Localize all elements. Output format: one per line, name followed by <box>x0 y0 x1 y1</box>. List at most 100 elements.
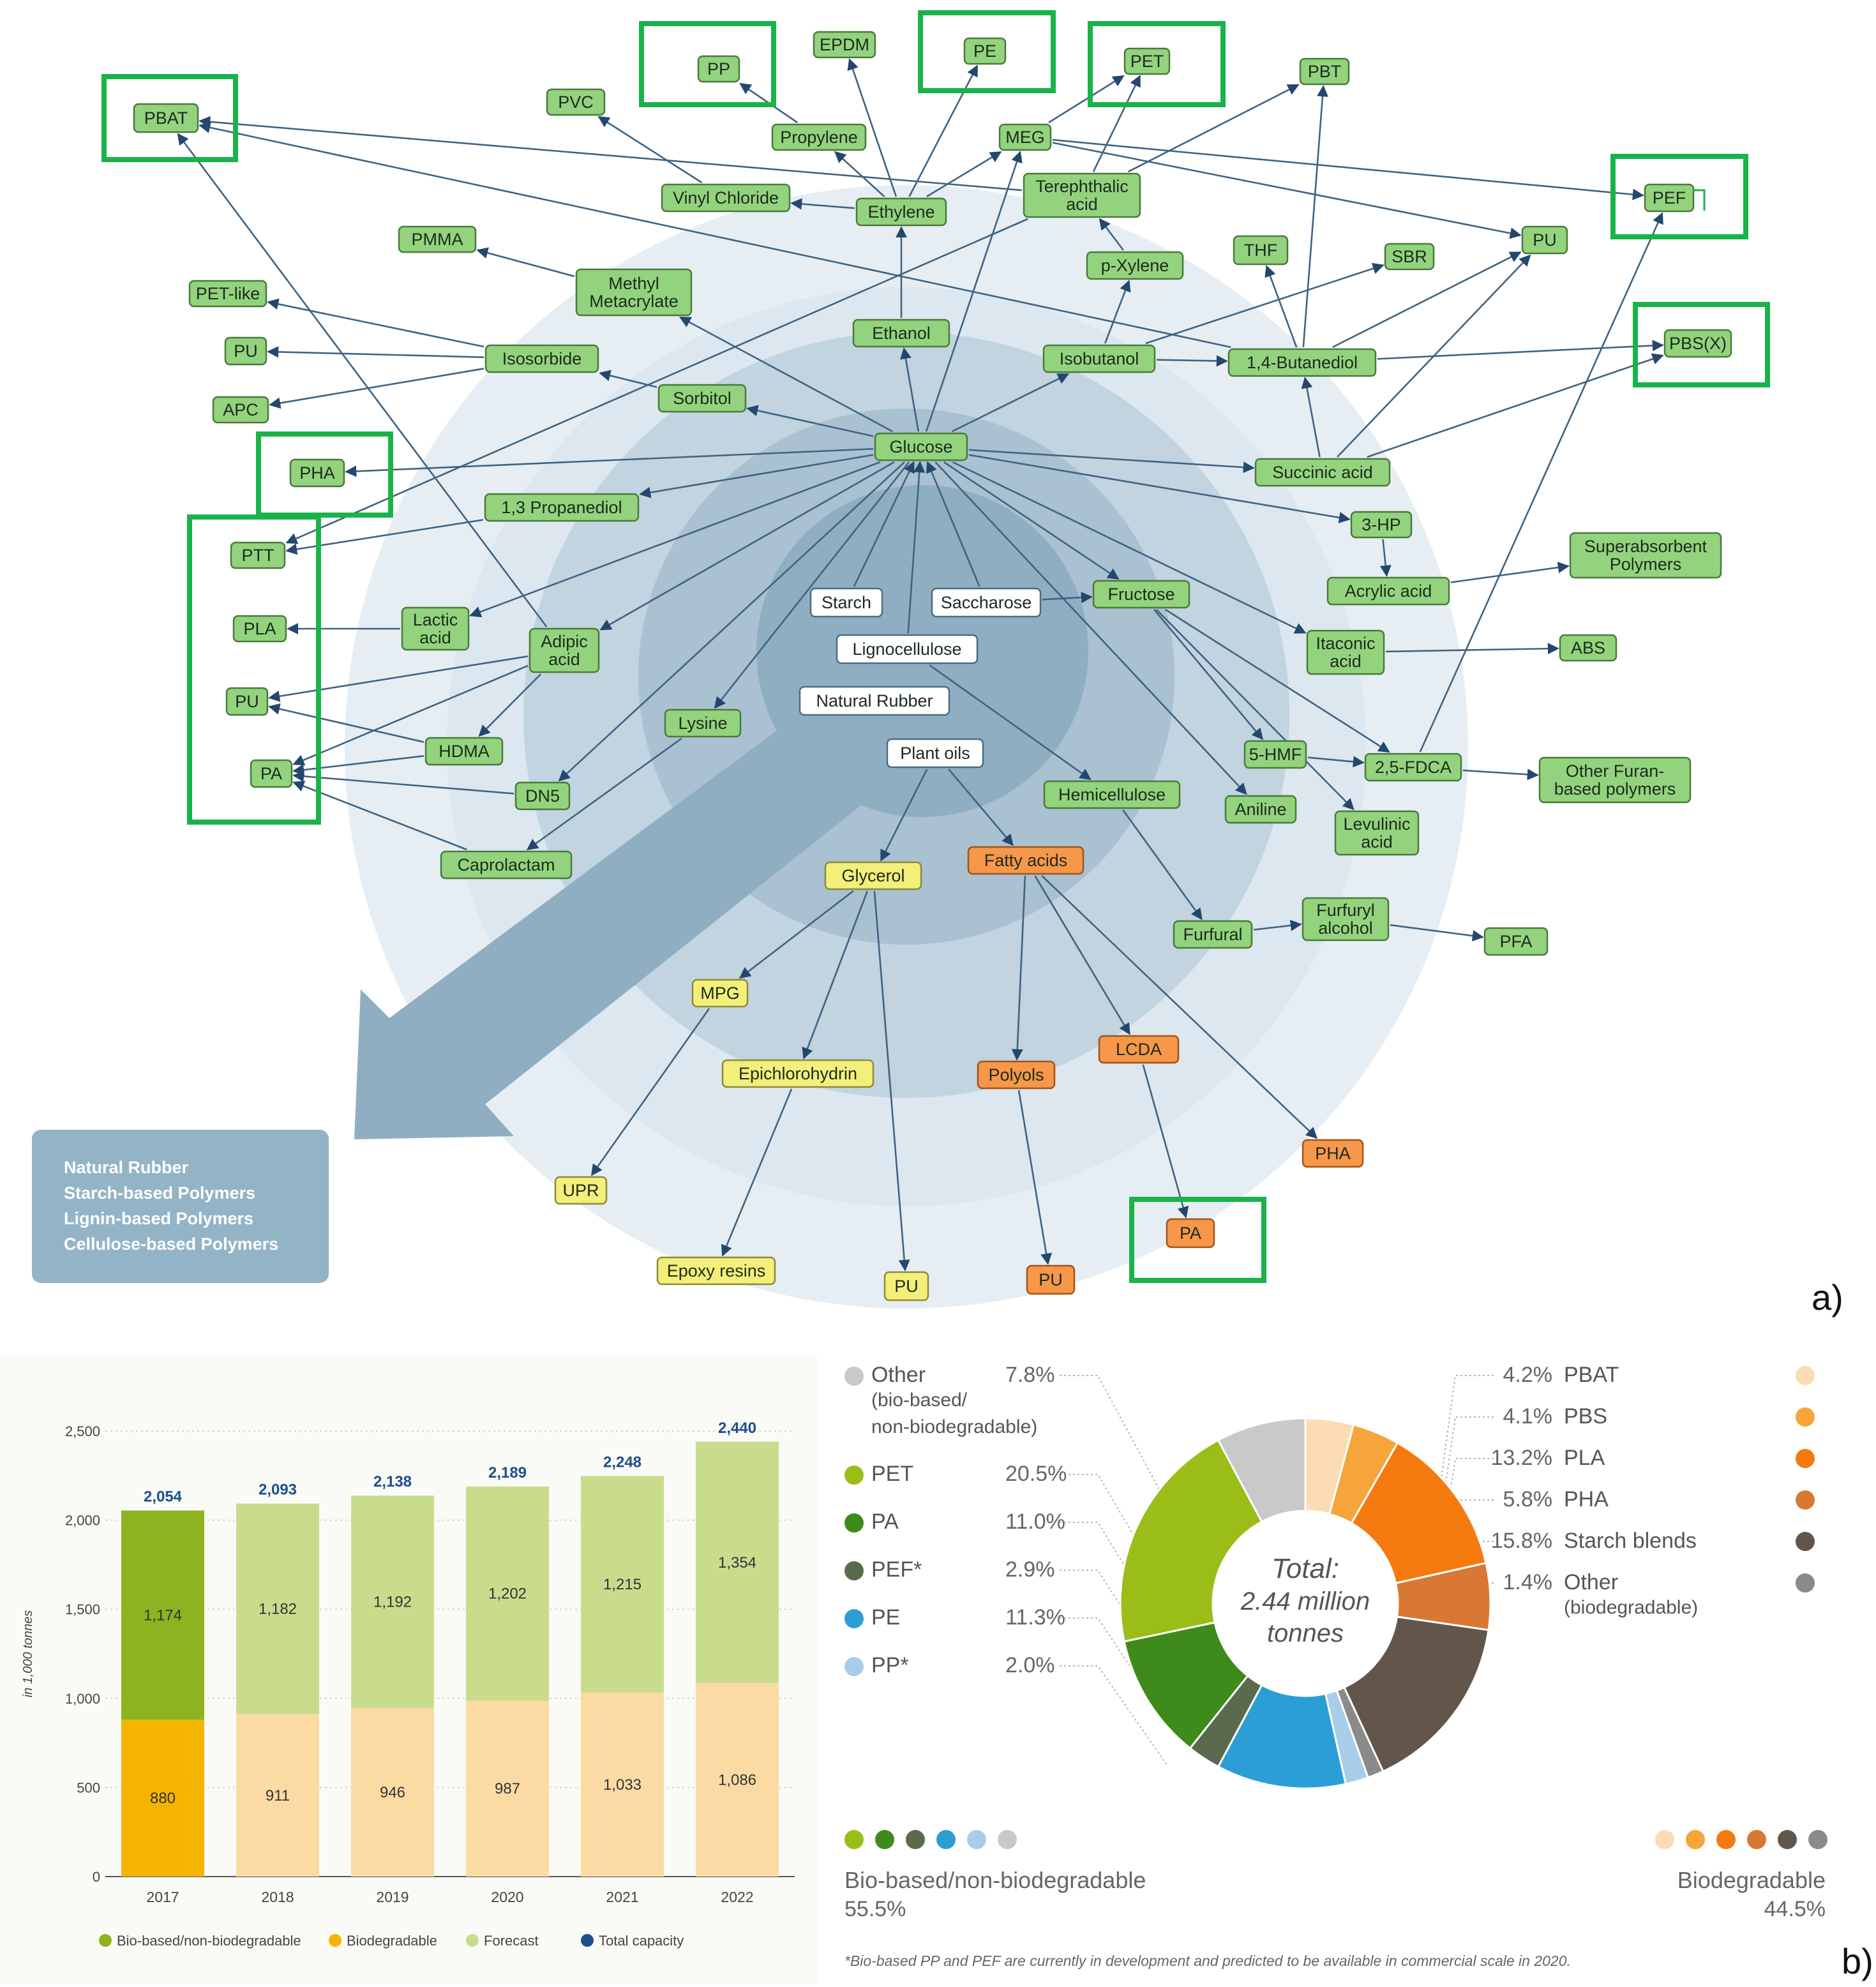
node-pet: PET <box>1123 47 1171 75</box>
pie-slices <box>1119 1417 1492 1790</box>
edge-epichloro-to-epoxy <box>721 1088 793 1257</box>
node-thf: THF <box>1233 235 1289 266</box>
node-label: PLA <box>243 619 276 638</box>
node-label: based polymers <box>1554 779 1676 799</box>
donut-slice-pet <box>1119 1439 1263 1643</box>
node-box <box>967 846 1084 875</box>
legend-line: Cellulose-based Polymers <box>64 1234 278 1254</box>
edge-meg-to-pet <box>1048 75 1125 124</box>
node-pfa: PFA <box>1483 927 1549 956</box>
edge-isobutanol-to-butanediol <box>1156 355 1228 367</box>
bar-biodegradable-2021 <box>581 1692 664 1877</box>
donut-center-text: tonnes <box>1267 1619 1344 1647</box>
node-pbsx: PBS(X) <box>1663 329 1732 358</box>
legend-dot <box>844 1513 864 1533</box>
node-label: APC <box>223 400 259 419</box>
node-label: PVC <box>558 93 594 112</box>
node-succinic: Succinic acid <box>1254 458 1391 487</box>
legend-dot <box>99 1934 112 1947</box>
node-box <box>799 686 950 716</box>
total-capacity-label: 2,440 <box>718 1420 756 1437</box>
node-label: Glycerol <box>841 866 904 885</box>
pie-legend: Other(bio-based/non-biodegradable)7.8%PE… <box>844 1363 1827 1969</box>
group-pct-biodegradable: 44.5% <box>1764 1897 1826 1921</box>
highlight-boxes <box>101 10 1770 1283</box>
group-dot <box>967 1830 986 1849</box>
node-label: PET-like <box>196 284 260 303</box>
legend-line: Starch-based Polymers <box>64 1183 255 1203</box>
node-otherfuran: Other Furan-based polymers <box>1538 756 1692 804</box>
node-label: Lactic <box>413 610 458 629</box>
legend-dot <box>1796 1366 1815 1385</box>
bar-value-label: 1,086 <box>718 1771 756 1788</box>
legend-box: Natural Rubber Starch-based Polymers Lig… <box>32 1130 329 1283</box>
node-box <box>424 737 504 766</box>
edge-tpa-to-ptt <box>285 218 1028 544</box>
edge-hdma-to-pa_l <box>292 755 424 776</box>
legend-dot <box>1796 1490 1815 1510</box>
node-label: UPR <box>562 1181 599 1200</box>
group-dot <box>1655 1830 1674 1849</box>
edge-mpg-to-upr <box>590 1008 710 1176</box>
edge-saccharose-to-fructose <box>1042 592 1093 604</box>
edge-isobutanol-to-sbr <box>1145 263 1384 345</box>
node-box <box>440 850 573 880</box>
x-tick-label: 2021 <box>606 1889 638 1905</box>
edge-lcda-to-pa_o <box>1142 1064 1189 1218</box>
node-petlike: PET-like <box>188 280 267 308</box>
y-tick-label: 0 <box>93 1869 100 1885</box>
highlight-box-pa-o <box>1129 1197 1266 1283</box>
node-box <box>212 396 269 424</box>
edge-dn5-to-pa_l <box>292 770 514 795</box>
node-sorbitol: Sorbitol <box>657 384 747 413</box>
legend-dot <box>1796 1532 1815 1551</box>
legend-dot <box>466 1934 479 1947</box>
node-box <box>484 493 640 522</box>
bar-biodegradable-2022 <box>696 1683 779 1877</box>
edge-succinic-to-pbsx <box>1367 353 1664 458</box>
edge-furfural-to-furfuryl <box>1253 919 1302 931</box>
highlight-box-pef <box>1610 154 1748 239</box>
node-box <box>1173 920 1253 949</box>
node-abs: ABS <box>1559 634 1617 662</box>
bar-biobased-2017 <box>121 1510 204 1720</box>
y-tick-label: 2,000 <box>65 1513 100 1529</box>
legend-dot <box>1796 1573 1815 1593</box>
edge-ethylene-to-pe <box>908 64 979 197</box>
edge-polyols-to-pu_o <box>1017 1090 1052 1265</box>
y-tick-label: 1,000 <box>65 1691 100 1707</box>
total-capacity-label: 2,054 <box>144 1488 183 1506</box>
node-ethylene: Ethylene <box>855 197 947 227</box>
node-label: 5-HMF <box>1249 745 1302 764</box>
x-tick-label: 2018 <box>261 1889 294 1905</box>
edge-tpa-to-pbt <box>1127 84 1300 173</box>
node-box <box>1483 927 1549 956</box>
node-isosorbide: Isosorbide <box>484 344 599 373</box>
background-rings <box>345 185 1468 1308</box>
edge-isosorbide-to-petlike <box>267 298 484 348</box>
node-label: Hemicellulose <box>1058 785 1166 804</box>
node-label: Adipic <box>541 632 588 651</box>
edge-hemicell-to-furfural <box>1122 809 1203 920</box>
node-box <box>1086 251 1184 280</box>
node-box <box>855 197 947 227</box>
node-pu-l2: PU <box>225 687 269 716</box>
legend-label: Other <box>871 1363 926 1387</box>
bar-value-label: 1,215 <box>603 1576 642 1593</box>
edge-glucose-to-meg <box>925 151 1023 432</box>
bar-biodegradable-2017 <box>121 1720 204 1877</box>
highlight-box-pha-l <box>256 431 393 518</box>
group-dot <box>844 1830 864 1849</box>
panel-label-a: a) <box>1812 1277 1843 1317</box>
legend-label: Total capacity <box>599 1933 684 1949</box>
node-pu-r: PU <box>1521 225 1568 255</box>
bar-value-label: 880 <box>150 1790 176 1807</box>
node-label: PU <box>1039 1270 1063 1289</box>
node-propanediol: 1,3 Propanediol <box>484 493 640 522</box>
edge-glucose-to-lactic <box>469 461 881 618</box>
node-label: PP <box>707 59 730 79</box>
edge-butanediol-to-pu_r <box>1332 251 1522 349</box>
legend-label: PE <box>871 1605 900 1630</box>
